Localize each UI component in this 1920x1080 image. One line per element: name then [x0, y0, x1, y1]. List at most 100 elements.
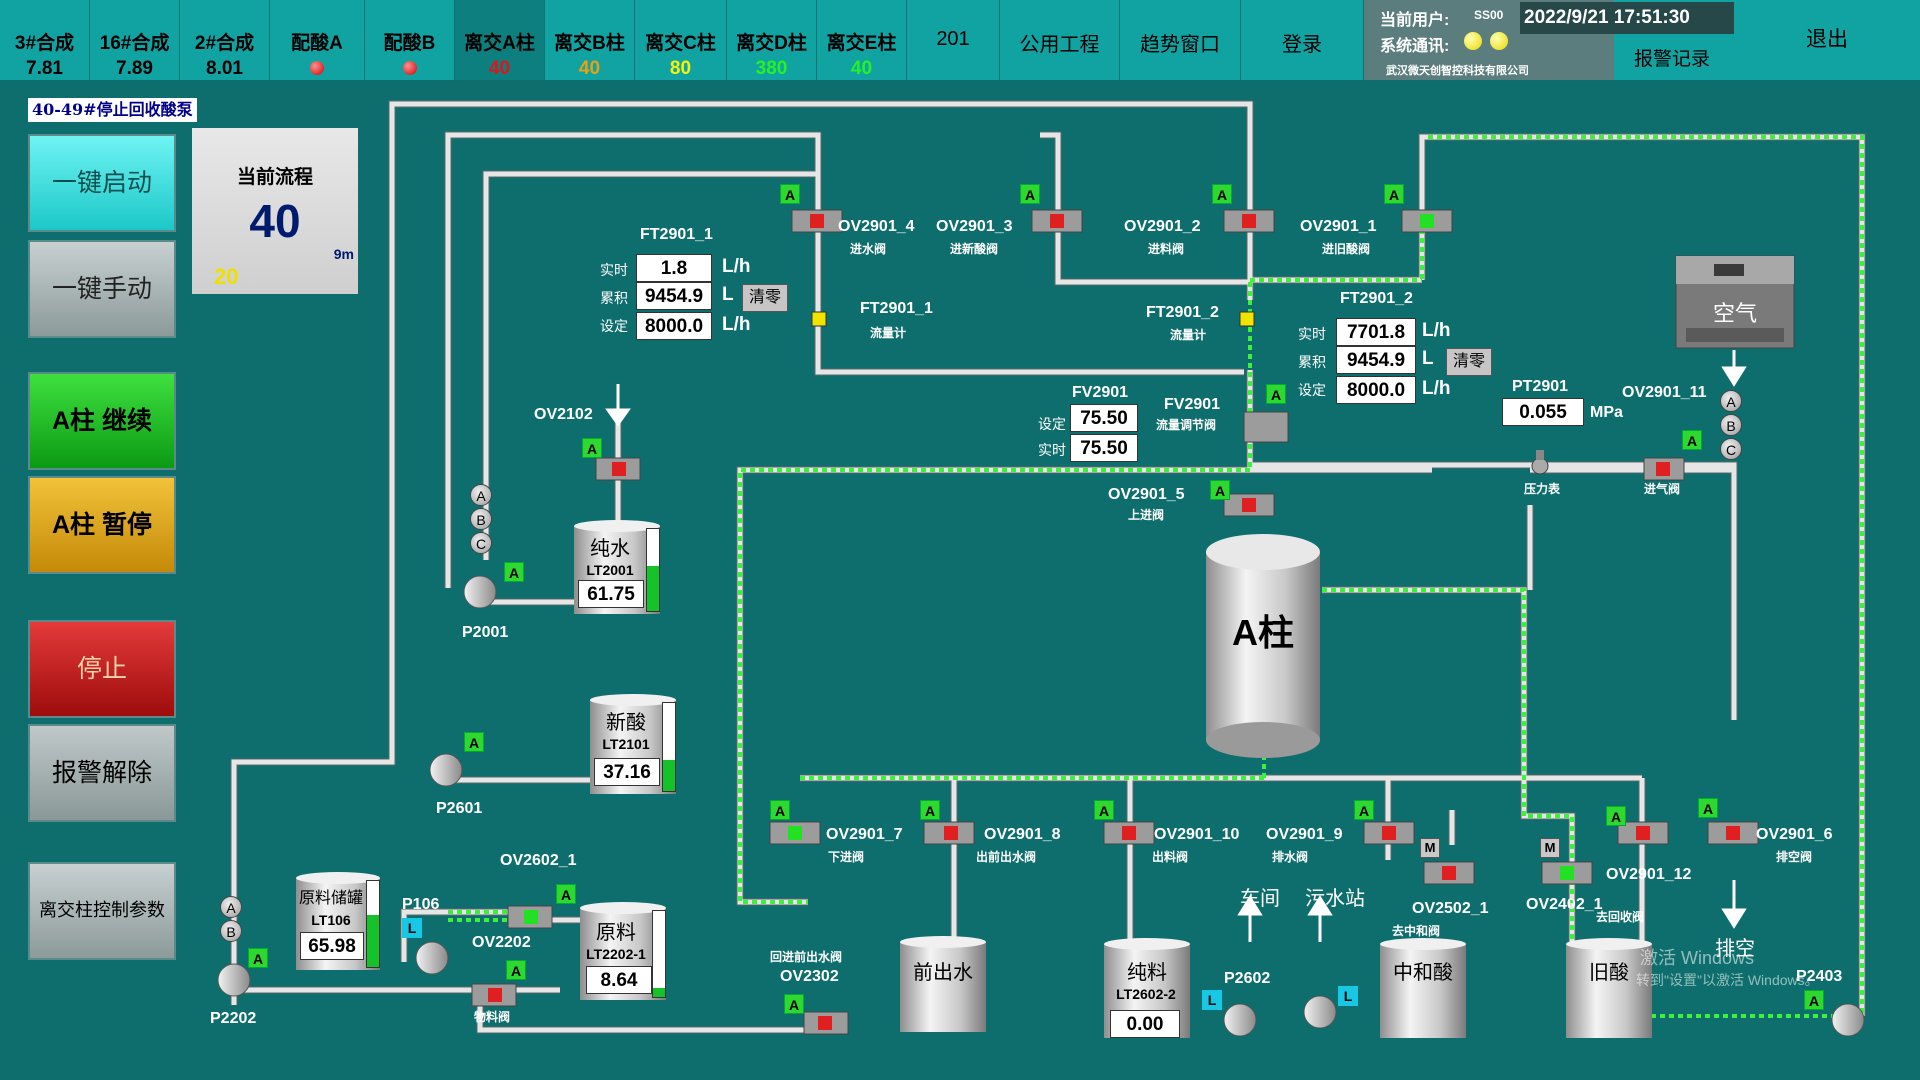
tank-raw-level	[652, 910, 666, 998]
fv-set-value[interactable]: 75.50	[1070, 404, 1138, 432]
one-key-start-button[interactable]: 一键启动	[28, 134, 176, 232]
selector-b-button[interactable]: B	[220, 920, 242, 942]
process-title: 当前流程	[236, 167, 313, 188]
auto-mode-badge[interactable]: A	[1020, 184, 1040, 204]
auto-mode-badge[interactable]: A	[1354, 800, 1374, 820]
valve-v1-tag: OV2901_1	[1300, 218, 1377, 235]
ft1-tag: FT2901_1	[640, 226, 713, 243]
auto-mode-badge[interactable]: A	[784, 994, 804, 1014]
valve-v7-tag: OV2901_7	[826, 826, 903, 843]
auto-mode-badge[interactable]: A	[1606, 806, 1626, 826]
exit-button[interactable]: 退出	[1806, 28, 1848, 51]
tab-login[interactable]: 登录	[1241, 0, 1364, 80]
alarm-record-button[interactable]: 报警记录	[1633, 49, 1710, 70]
local-mode-badge[interactable]: L	[402, 918, 422, 938]
ft1-clear-button[interactable]: 清零	[742, 284, 788, 312]
ft2-set-value[interactable]: 8000.0	[1336, 376, 1416, 404]
auto-mode-badge[interactable]: A	[780, 184, 800, 204]
auto-mode-badge[interactable]: A	[506, 960, 526, 980]
fv-real-label: 实时	[1038, 442, 1066, 458]
ft1-unit: L	[722, 284, 734, 305]
tab-label: 趋势窗口	[1140, 34, 1220, 56]
auto-mode-badge[interactable]: A	[1266, 384, 1286, 404]
pump-p106-tag: P106	[402, 896, 440, 913]
tank-neutral-name: 中和酸	[1393, 960, 1453, 984]
selector-a-button[interactable]: A	[220, 896, 242, 918]
manual-mode-badge[interactable]: M	[1420, 838, 1440, 858]
tank-raw-name: 原料	[596, 920, 636, 944]
selector-a-button[interactable]: A	[1720, 390, 1742, 412]
valve-v2502-tag: OV2502_1	[1412, 900, 1489, 917]
tab-trend-window[interactable]: 趋势窗口	[1120, 0, 1241, 80]
valve-v2602-tag: OV2602_1	[500, 852, 577, 869]
selector-c-button[interactable]: C	[470, 532, 492, 554]
valve-v2-name: 进料阀	[1148, 242, 1185, 256]
column-params-button[interactable]: 离交柱控制参数	[28, 862, 176, 960]
valve-v2302-tag: OV2302	[780, 968, 839, 985]
auto-mode-badge[interactable]: A	[1698, 798, 1718, 818]
local-mode-badge[interactable]: L	[1202, 990, 1222, 1010]
ft1-unit: L/h	[722, 256, 751, 277]
watermark-line2: 转到"设置"以激活 Windows。	[1636, 972, 1819, 988]
selector-c-button[interactable]: C	[1720, 438, 1742, 460]
ft2-label-total: 累积	[1298, 354, 1326, 370]
comm-label: 系统通讯:	[1380, 38, 1450, 55]
manual-mode-badge[interactable]: M	[1540, 838, 1560, 858]
tab-value: 380	[755, 58, 788, 79]
valve-v2-tag: OV2901_2	[1124, 218, 1201, 235]
selector-b-button[interactable]: B	[1720, 414, 1742, 436]
auto-mode-badge[interactable]: A	[1804, 990, 1824, 1010]
tab-label: 离交E柱	[826, 33, 897, 54]
alarm-dot-icon	[402, 61, 417, 75]
valve-v2102-tag: OV2102	[534, 406, 593, 423]
one-key-manual-button[interactable]: 一键手动	[28, 240, 176, 338]
auto-mode-badge[interactable]: A	[582, 438, 602, 458]
tab-acid-b[interactable]: 配酸B	[365, 0, 455, 80]
auto-mode-badge[interactable]: A	[1210, 480, 1230, 500]
column-a-continue-button[interactable]: A柱 继续	[28, 372, 176, 470]
ft2-clear-button[interactable]: 清零	[1446, 348, 1492, 376]
auto-mode-badge[interactable]: A	[248, 948, 268, 968]
tab-acid-a[interactable]: 配酸A	[270, 0, 365, 80]
auto-mode-badge[interactable]: A	[556, 884, 576, 904]
auto-mode-badge[interactable]: A	[1384, 184, 1404, 204]
process-step: 20	[214, 264, 239, 289]
auto-mode-badge[interactable]: A	[504, 562, 524, 582]
auto-mode-badge[interactable]: A	[464, 732, 484, 752]
tab-label: 离交C柱	[645, 33, 716, 54]
auto-mode-badge[interactable]: A	[1094, 800, 1114, 820]
tab-201[interactable]: 201	[907, 0, 1000, 80]
valve-v11-name: 进气阀	[1644, 482, 1681, 496]
tab-label: 配酸A	[291, 33, 343, 54]
tab-utilities[interactable]: 公用工程	[1000, 0, 1120, 80]
valve-v10-tag: OV2901_10	[1154, 826, 1240, 843]
tank-pure-name: 纯水	[590, 536, 630, 560]
tab-label: 离交A柱	[464, 33, 535, 54]
selector-a-button[interactable]: A	[470, 484, 492, 506]
auto-mode-badge[interactable]: A	[920, 800, 940, 820]
local-mode-badge[interactable]: L	[1338, 986, 1358, 1006]
pressure-gauge-icon	[1531, 450, 1549, 475]
tab-label: 16#合成	[99, 33, 170, 54]
valve-v4-name: 进水阀	[850, 242, 887, 256]
column-a-pause-button[interactable]: A柱 暂停	[28, 476, 176, 574]
auto-mode-badge[interactable]: A	[1212, 184, 1232, 204]
tab-label: 3#合成	[14, 33, 75, 54]
auto-mode-badge[interactable]: A	[1682, 430, 1702, 450]
stop-button[interactable]: 停止	[28, 620, 176, 718]
comm-light-icon	[1464, 32, 1482, 50]
selector-b-button[interactable]: B	[470, 508, 492, 530]
tank-newacid-tag: LT2101	[602, 736, 650, 752]
auto-mode-badge[interactable]: A	[770, 800, 790, 820]
ft1-set-value[interactable]: 8000.0	[636, 312, 712, 340]
alarm-clear-button[interactable]: 报警解除	[28, 724, 176, 822]
